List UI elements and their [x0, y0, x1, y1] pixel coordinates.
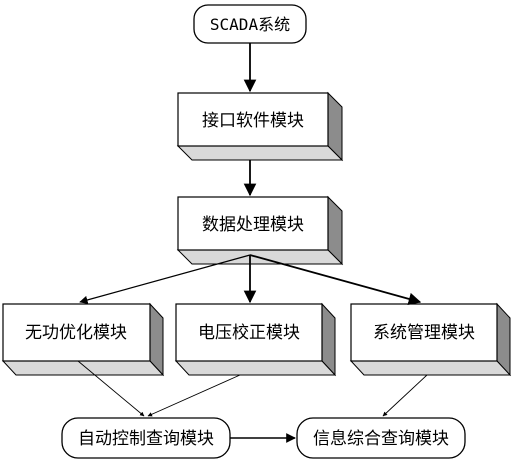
auto-control-query-node: 自动控制查询模块: [61, 417, 231, 459]
interface-software-module-label: 接口软件模块: [202, 111, 304, 131]
arrow-voltage-to-auto-query: [147, 374, 241, 417]
interface-software-module: 接口软件模块: [176, 91, 344, 162]
auto-control-query-label: 自动控制查询模块: [78, 429, 214, 449]
system-management-module: 系统管理模块: [349, 302, 512, 377]
arrow-reactive-to-auto-query: [77, 360, 145, 417]
system-management-module-label: 系统管理模块: [373, 323, 475, 343]
arrow-data-processing-to-reactive: [79, 254, 251, 305]
info-comprehensive-query-label: 信息综合查询模块: [313, 429, 449, 449]
reactive-power-optimization-module: 无功优化模块: [1, 302, 165, 377]
scada-system-node: SCADA系统: [193, 4, 307, 44]
voltage-correction-module-label: 电压校正模块: [198, 323, 300, 343]
info-comprehensive-query-node: 信息综合查询模块: [296, 417, 466, 459]
data-processing-module: 数据处理模块: [176, 195, 344, 266]
data-processing-module-label: 数据处理模块: [202, 215, 304, 235]
arrow-system-mgmt-to-info-query: [382, 374, 428, 417]
arrow-data-processing-to-system-mgmt: [249, 254, 422, 306]
scada-system-label: SCADA系统: [210, 15, 290, 34]
voltage-correction-module: 电压校正模块: [174, 302, 337, 377]
reactive-power-optimization-module-label: 无功优化模块: [25, 323, 127, 343]
